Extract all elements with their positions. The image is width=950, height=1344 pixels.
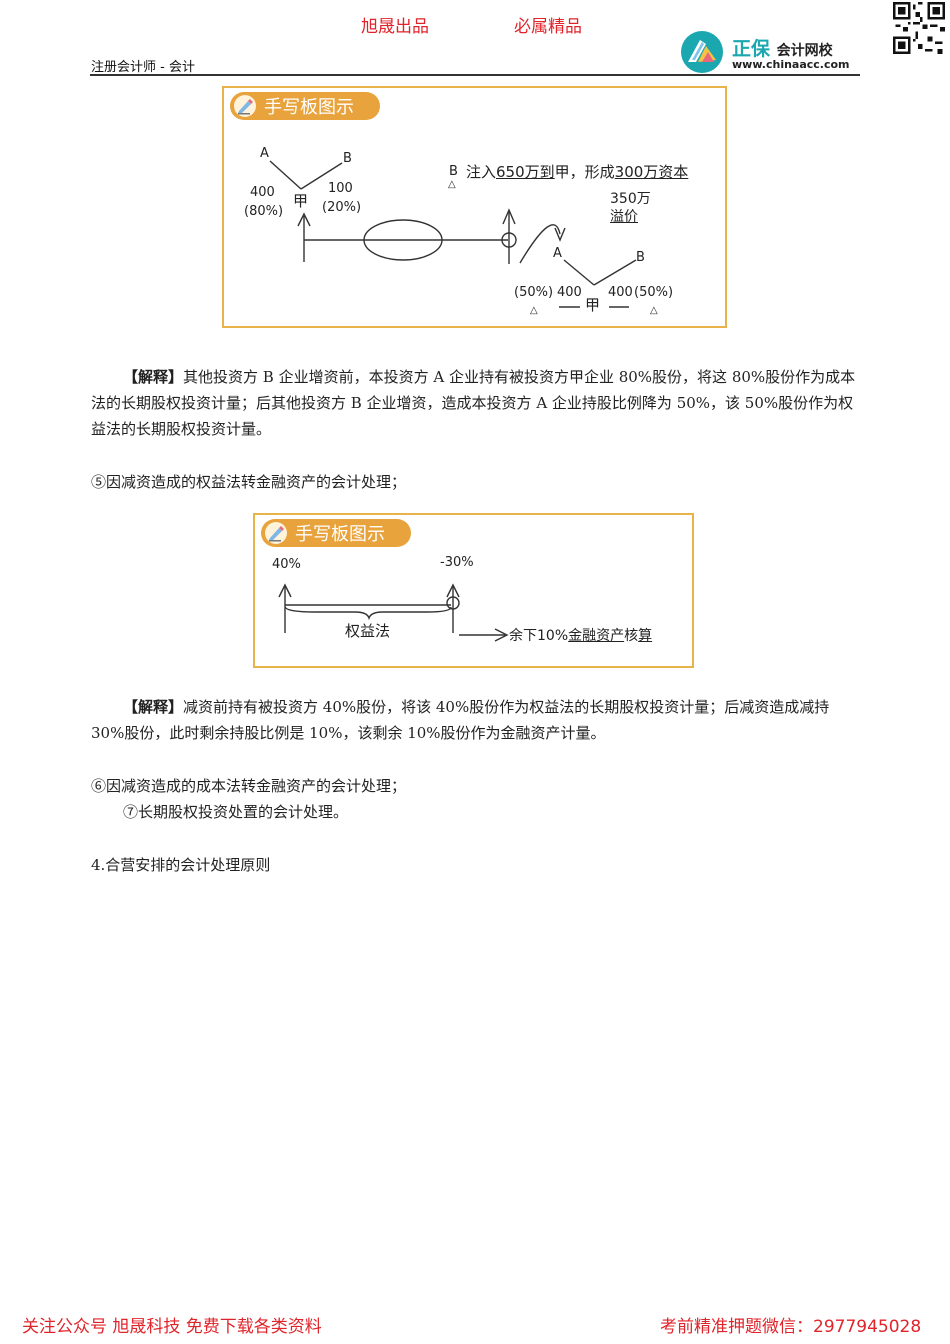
diagram-badge: 手写板图示 — [261, 519, 411, 547]
footer-left: 关注公众号 旭晟科技 免费下载各类资料 — [22, 1317, 322, 1337]
qr-code-icon — [893, 2, 945, 54]
right-label-a: A — [553, 246, 562, 261]
reduce-pct: -30% — [440, 555, 474, 570]
pencil-icon — [265, 522, 287, 544]
right-label-b: B — [636, 250, 645, 265]
logo-brand-text: 正保 — [732, 38, 771, 60]
right-a-pct: (50%) — [514, 285, 554, 300]
remain-note: 余下10%金融资产核算 — [509, 625, 652, 645]
premium-amount: 350万 — [610, 191, 651, 207]
header-rule — [90, 74, 860, 76]
start-pct: 40% — [272, 557, 301, 572]
left-label-b: B — [343, 151, 352, 166]
left-center-jia: 甲 — [293, 192, 309, 210]
explanation-1: 【解释】其他投资方 B 企业增资前，本投资方 A 企业持有被投资方甲企业 80%… — [91, 364, 859, 442]
triangle-mark: △ — [448, 179, 456, 190]
method-label: 权益法 — [345, 622, 391, 640]
injection-note: 注入650万到甲，形成300万资本 — [466, 161, 688, 182]
footer-right: 考前精准押题微信：2977945028 — [660, 1317, 922, 1337]
right-center-jia: 甲 — [585, 296, 601, 314]
section-4-heading: 4.合营安排的会计处理原则 — [91, 856, 271, 874]
pencil-icon — [234, 95, 256, 117]
left-b-amount: 100 — [328, 181, 353, 196]
logo-url: www.chinaacc.com — [732, 58, 850, 71]
equity-change-drawing — [269, 160, 637, 308]
note-b: B — [449, 164, 458, 179]
explanation-label: 【解释】 — [123, 698, 184, 716]
logo-brand: 正保 会计网校 — [732, 34, 833, 61]
right-b-pct: (50%) — [634, 285, 674, 300]
explanation-text: 其他投资方 B 企业增资前，本投资方 A 企业持有被投资方甲企业 80%股份，将… — [91, 368, 856, 438]
note-part-d: 300万资本 — [614, 163, 689, 181]
slogan-left: 旭晟出品 — [361, 17, 429, 37]
badge-label: 手写板图示 — [264, 97, 354, 118]
doc-title: 注册会计师 - 会计 — [91, 60, 195, 75]
badge-label: 手写板图示 — [295, 524, 385, 545]
slogan-right: 必属精品 — [514, 17, 582, 37]
left-b-pct: (20%) — [322, 200, 362, 215]
remain-prefix: 余下10% — [509, 628, 569, 644]
explanation-2: 【解释】减资前持有被投资方 40%股份，将该 40%股份作为权益法的长期股权投资… — [91, 694, 859, 746]
handwriting-diagram-2: 手写板图示 40% -30% 权益法 余下10%金融资产核算 — [253, 513, 694, 668]
left-a-pct: (80%) — [244, 204, 284, 219]
premium-label: 溢价 — [610, 209, 638, 225]
reduction-drawing — [278, 583, 509, 642]
remain-under-2: 核 — [624, 628, 639, 644]
item-7: ⑦长期股权投资处置的会计处理。 — [123, 803, 349, 821]
item-6: ⑥因减资造成的成本法转金融资产的会计处理； — [91, 777, 407, 795]
explanation-text: 减资前持有被投资方 40%股份，将该 40%股份作为权益法的长期股权投资计量；后… — [91, 698, 830, 742]
chinaacc-logo-icon — [681, 31, 723, 73]
remain-under-1: 金融资产 — [568, 628, 625, 644]
explanation-label: 【解释】 — [123, 368, 184, 386]
note-part-c: 甲，形成 — [554, 163, 615, 181]
remain-under-3: 算 — [638, 628, 653, 644]
right-b-amount: 400 — [608, 285, 633, 300]
right-a-amount: 400 — [557, 285, 582, 300]
handwriting-diagram-1: 手写板图示 A B 400 (80 — [222, 86, 727, 328]
note-part-a: 注入 — [466, 163, 497, 181]
diagram-badge: 手写板图示 — [230, 92, 380, 120]
note-part-b: 650万到 — [496, 163, 555, 181]
left-a-amount: 400 — [250, 185, 275, 200]
left-label-a: A — [260, 146, 269, 161]
triangle-mark: △ — [650, 305, 658, 316]
item-5: ⑤因减资造成的权益法转金融资产的会计处理； — [91, 473, 407, 491]
triangle-mark: △ — [530, 305, 538, 316]
logo-school-text: 会计网校 — [776, 43, 833, 59]
